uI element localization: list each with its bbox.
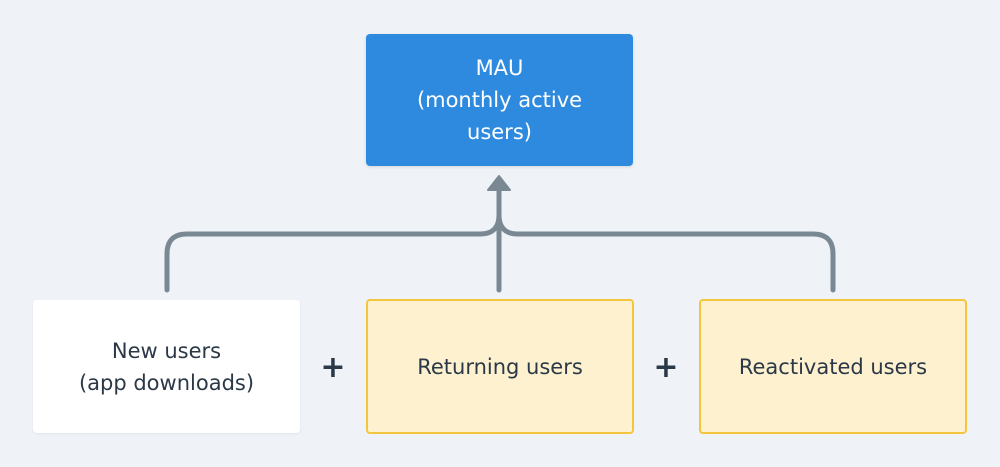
new-users-label: New users (app downloads) — [78, 338, 255, 395]
connector-from-reactivated-users — [496, 212, 836, 293]
connector-from-new-users — [164, 212, 502, 293]
mau-label: MAU (monthly active users) — [416, 56, 583, 144]
returning-users-label: Returning users — [417, 354, 583, 379]
plus-operator-1: + — [320, 350, 346, 385]
reactivated-users-node: Reactivated users — [699, 299, 967, 434]
plus-operator-2: + — [653, 350, 679, 385]
reactivated-users-label: Reactivated users — [738, 354, 928, 379]
arrowhead-icon — [487, 175, 511, 191]
mau-node: MAU (monthly active users) — [366, 34, 633, 166]
returning-users-node: Returning users — [366, 299, 634, 434]
new-users-node: New users (app downloads) — [33, 300, 300, 433]
